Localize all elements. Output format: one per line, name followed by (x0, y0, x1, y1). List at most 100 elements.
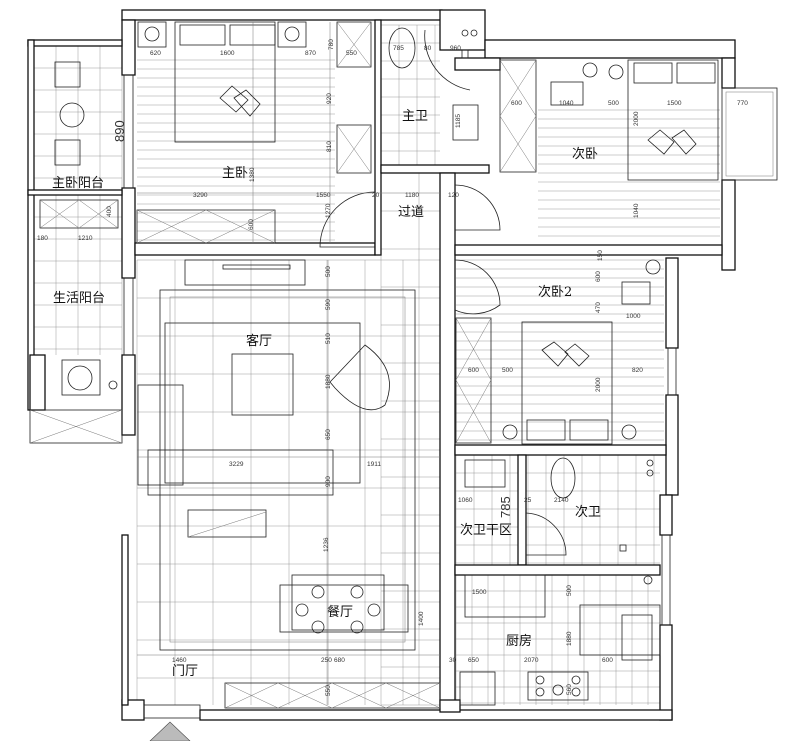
second-bedroom-furniture (499, 59, 719, 181)
door-guest-bath[interactable] (525, 512, 567, 556)
lamp-icon (144, 26, 160, 42)
dimension: 1880 (325, 374, 332, 389)
dimension: 785 (498, 496, 513, 518)
second-bedroom-2-furniture (455, 259, 661, 445)
place-setting-icon (311, 585, 325, 599)
valve-icon (470, 29, 478, 37)
cushions (647, 129, 697, 155)
dimension: 770 (737, 100, 748, 107)
window-second2 (667, 347, 677, 396)
dimension: 1040 (633, 203, 640, 218)
dimension: 550 (325, 685, 332, 696)
master-balcony-furniture (39, 61, 119, 229)
label-second-bedroom: 次卧 (572, 146, 598, 162)
valve-icon (643, 575, 653, 585)
sofa-area-rug (164, 322, 361, 484)
wall-living-left (121, 354, 136, 436)
dimension: 180 (37, 235, 48, 242)
sofa (147, 449, 334, 496)
master-bed (174, 21, 276, 143)
wall-bath-right (659, 494, 673, 536)
wall-bottom (199, 709, 673, 721)
burner-icon (571, 675, 581, 685)
dimension: 1210 (78, 235, 93, 242)
dimension: 650 (325, 429, 332, 440)
dimension: 3290 (193, 192, 208, 199)
dimension: 1180 (405, 192, 419, 199)
dimension: 1460 (172, 657, 187, 664)
tv-icon (222, 264, 291, 270)
wall-kitchen-corner (439, 699, 461, 713)
desk-chair (621, 281, 651, 305)
dining-table (291, 574, 385, 631)
dimension: 900 (325, 476, 332, 487)
label-master-balcony: 主卧阳台 (52, 176, 104, 191)
utility-balcony-furniture (29, 354, 123, 444)
floor-drain-icon (108, 380, 118, 390)
living-room-furniture (137, 259, 441, 709)
lamp-icon (621, 424, 637, 440)
place-setting-icon (311, 620, 325, 634)
dimension: 960 (450, 45, 461, 52)
dimension: 150 (597, 250, 604, 261)
burner-icon (535, 675, 545, 685)
door-second-bedroom[interactable] (454, 184, 501, 231)
wall-top-second (484, 39, 736, 59)
wardrobe-x (455, 317, 492, 444)
counter (579, 604, 661, 656)
wall-living-left-lower (121, 534, 129, 706)
entry-door[interactable] (143, 704, 201, 719)
dimension: 920 (326, 93, 333, 104)
burner-icon (552, 684, 564, 696)
label-corridor: 过道 (398, 205, 424, 220)
console-diagonal (187, 511, 267, 538)
place-setting-icon (350, 585, 364, 599)
dimension: 600 (248, 219, 255, 230)
dining-chairs (279, 584, 409, 633)
dimension: 500 (608, 100, 619, 107)
kitchen-fixtures (459, 574, 661, 706)
label-master-bath: 主卫 (402, 109, 428, 124)
dimension: 20 (372, 192, 380, 199)
dimension: 1236 (323, 537, 330, 552)
label-foyer: 门厅 (172, 664, 198, 679)
valve-icon (646, 459, 654, 467)
lamp-icon (502, 424, 518, 440)
dimension: 620 (150, 50, 161, 57)
wall-second2-right-a (665, 257, 679, 349)
label-living-room: 客厅 (246, 333, 272, 349)
door-master-bedroom[interactable] (319, 191, 376, 248)
cabinet-x (39, 199, 119, 229)
cushions (219, 85, 261, 117)
dimension: 80 (424, 45, 432, 52)
chair (54, 139, 81, 166)
dimension: 680 (334, 657, 345, 664)
dimension: 120 (448, 192, 459, 199)
master-bedroom-furniture (136, 21, 440, 244)
side-table (59, 102, 85, 128)
dimension: 500 (325, 266, 332, 277)
cabinet-x (224, 682, 441, 709)
dimension: 470 (595, 302, 602, 313)
dimension: 2000 (633, 111, 640, 126)
door-master-bath-shower[interactable] (424, 29, 471, 91)
dimension: 30 (449, 657, 457, 664)
pillow (526, 419, 566, 441)
label-guest-bath-dry: 次卫干区 (460, 522, 512, 538)
guest-bath-fixtures (464, 457, 654, 552)
place-setting-icon (295, 603, 309, 617)
dimension: 1880 (566, 631, 573, 646)
lamp-icon (582, 62, 598, 78)
dimension-labels: 620 1600 870 780 550 920 810 890 1380 32… (37, 39, 748, 696)
dimension: 1185 (455, 114, 462, 128)
wall-second-left-top (454, 57, 501, 71)
dimension: 510 (325, 333, 332, 344)
floor-hatching (33, 24, 720, 706)
label-utility-balcony: 生活阳台 (53, 291, 105, 306)
tv-cabinet (184, 259, 306, 286)
wall-second2-bottom (454, 444, 667, 456)
dimension: 1060 (458, 497, 473, 504)
dimension: 1600 (220, 50, 235, 57)
door-second-bedroom-2[interactable] (454, 259, 501, 315)
pillow (676, 62, 716, 84)
